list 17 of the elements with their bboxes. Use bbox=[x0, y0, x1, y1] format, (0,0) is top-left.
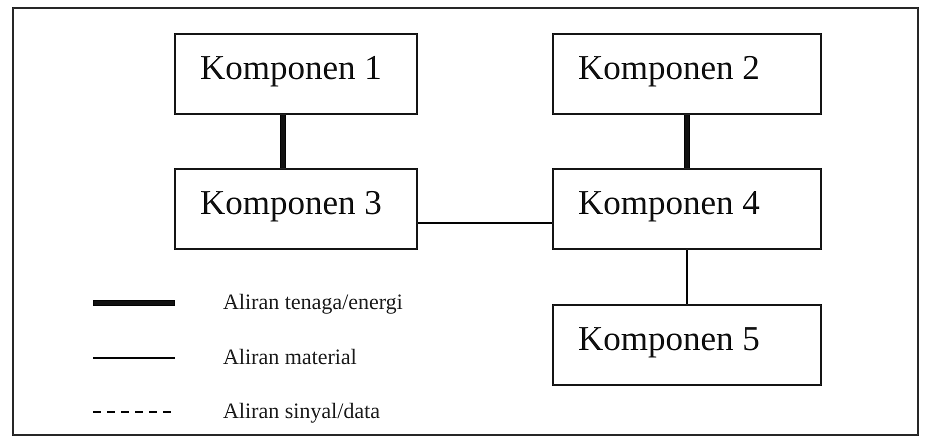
component-box bbox=[174, 168, 418, 250]
legend-label: Aliran tenaga/energi bbox=[223, 289, 403, 315]
component-label: Komponen 1 bbox=[200, 48, 382, 88]
legend-label: Aliran material bbox=[223, 344, 357, 370]
component-box bbox=[174, 33, 418, 115]
connector-line bbox=[418, 222, 552, 224]
component-label: Komponen 5 bbox=[578, 319, 760, 359]
component-box bbox=[552, 304, 822, 386]
component-box bbox=[552, 33, 822, 115]
component-label: Komponen 4 bbox=[578, 183, 760, 223]
legend-label: Aliran sinyal/data bbox=[223, 398, 380, 424]
component-label: Komponen 3 bbox=[200, 183, 382, 223]
connector-line bbox=[686, 250, 688, 304]
thick-connector-line bbox=[280, 115, 286, 168]
component-box bbox=[552, 168, 822, 250]
component-label: Komponen 2 bbox=[578, 48, 760, 88]
thick-connector-line bbox=[684, 115, 690, 168]
